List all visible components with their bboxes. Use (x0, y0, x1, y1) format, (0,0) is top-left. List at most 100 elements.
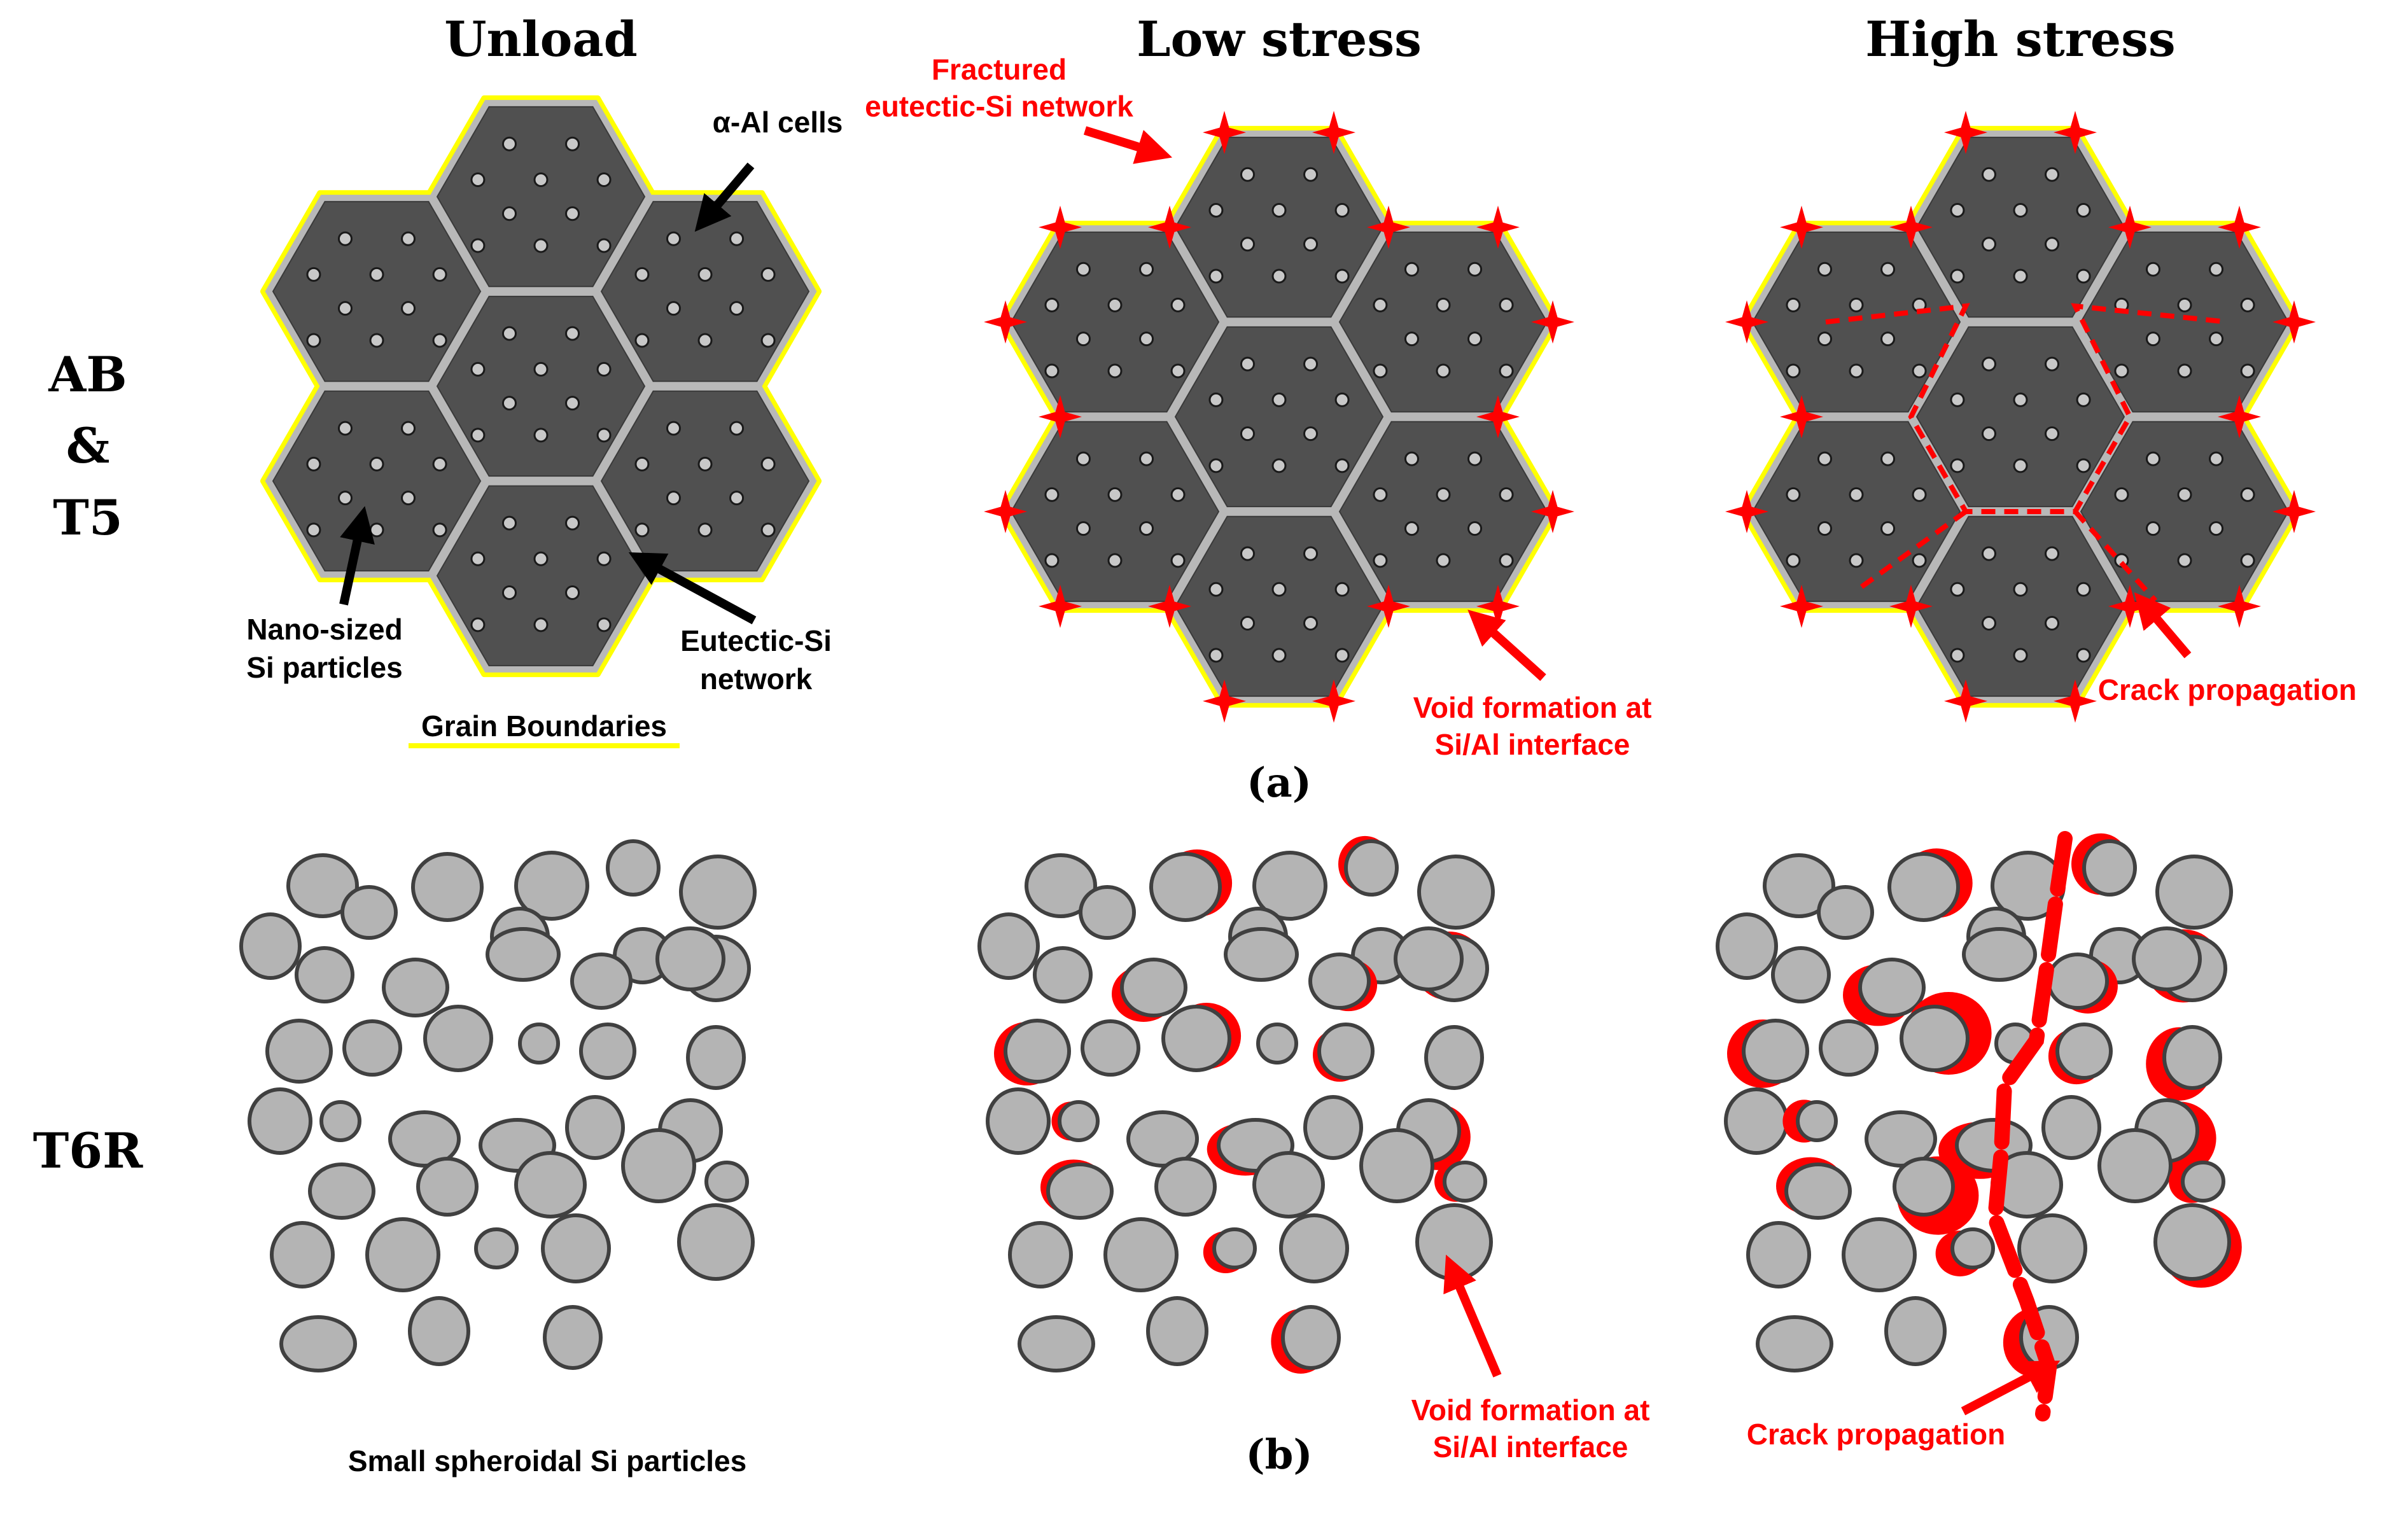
nano-si-particle (596, 551, 612, 566)
nano-si-particle (401, 301, 416, 316)
nano-si-particle (1240, 426, 1255, 442)
nano-si-particle (1208, 458, 1224, 473)
nano-si-particle (1981, 546, 1996, 561)
nano-si-particle (401, 491, 416, 506)
nano-si-particle (1334, 392, 1350, 407)
label-fractured-line1: Fractured (932, 53, 1067, 86)
row-label-t5: T5 (53, 489, 122, 546)
nano-si-particle (2076, 582, 2091, 597)
si-particle (286, 853, 359, 918)
nano-si-particle (666, 491, 681, 506)
fracture-star (1039, 584, 1082, 628)
nano-si-particle (596, 238, 612, 253)
nano-si-particle (1075, 332, 1091, 347)
row-label-t6r: T6R (33, 1122, 143, 1179)
nano-si-particle (565, 326, 580, 341)
fracture-star (984, 489, 1027, 533)
label-crack-propagation: Crack propagation (2098, 673, 2356, 706)
column-title-high-stress: High stress (1865, 11, 2175, 67)
si-particle (1081, 1019, 1140, 1077)
nano-si-particle (596, 172, 612, 187)
nano-si-particle (1467, 451, 1483, 466)
nano-si-particle (1912, 487, 1927, 502)
si-particle (1033, 946, 1093, 1003)
si-particle (474, 1227, 519, 1269)
nano-si-particle (337, 231, 353, 246)
si-particle (579, 1023, 636, 1080)
si-particle (1058, 1100, 1100, 1142)
label-fractured-line2: eutectic-Si network (865, 90, 1133, 123)
fracture-star (1476, 206, 1520, 249)
arrow-fractured (1083, 126, 1173, 164)
nano-si-particle (533, 238, 549, 253)
column-title-low-stress: Low stress (1137, 11, 1422, 67)
si-particle (1756, 1315, 1833, 1372)
si-particle (543, 1305, 603, 1370)
si-particle (677, 1203, 755, 1281)
si-particle (1281, 1305, 1341, 1370)
si-particle (986, 1087, 1051, 1155)
crack-path-hex (1825, 303, 2229, 603)
si-particle (1303, 1095, 1363, 1160)
si-particle (1443, 1161, 1487, 1203)
particle-panel-unload (239, 839, 757, 1372)
hex-panel-unload (260, 95, 822, 678)
fracture-star (2272, 300, 2316, 344)
si-particle (486, 927, 561, 982)
si-particle (2047, 953, 2109, 1010)
fracture-star (1312, 111, 1355, 155)
nano-si-particle (634, 267, 650, 282)
nano-si-particle (634, 333, 650, 348)
si-particle (1962, 927, 2037, 982)
si-particle (382, 958, 449, 1017)
nano-si-particle (1436, 297, 1451, 312)
si-particle (2162, 1025, 2222, 1090)
si-particle (2017, 1213, 2087, 1283)
fracture-star (1312, 679, 1355, 723)
nano-si-particle (2045, 426, 2060, 442)
si-particle (342, 1019, 402, 1077)
nano-si-particle (337, 421, 353, 436)
si-particle (408, 1296, 470, 1366)
alpha-al-cell (1915, 326, 2125, 508)
crack-dashed-branch (2073, 510, 2157, 603)
nano-si-particle (1208, 202, 1224, 218)
fracture-star (2218, 206, 2261, 249)
nano-si-particle (1786, 553, 1801, 568)
nano-si-particle (1044, 363, 1060, 379)
nano-si-particle (596, 361, 612, 377)
si-particle (2055, 1023, 2113, 1080)
nano-si-particle (1981, 237, 1996, 252)
fracture-star (984, 300, 1027, 344)
nano-si-particle (1107, 487, 1123, 502)
nano-si-particle (369, 267, 384, 282)
nano-si-particle (306, 267, 321, 282)
si-particle (1424, 1025, 1484, 1090)
nano-si-particle (1373, 487, 1388, 502)
nano-si-particle (2145, 521, 2160, 536)
si-particle (1771, 946, 1831, 1003)
nano-si-particle (1849, 363, 1864, 379)
label-nano-si-line2: Si particles (246, 651, 402, 684)
si-particle (1212, 1227, 1257, 1269)
nano-si-particle (2209, 332, 2224, 347)
nano-si-particle (1880, 262, 1896, 277)
nano-si-particle (1271, 202, 1287, 218)
si-particle (1716, 912, 1778, 980)
si-particle (621, 1128, 696, 1203)
si-particle (1742, 1019, 1809, 1084)
si-particle (1252, 851, 1327, 921)
nano-si-particle (2076, 202, 2091, 218)
nano-si-particle (666, 421, 681, 436)
label-alpha-al-cells: α-Al cells (713, 106, 843, 139)
nano-si-particle (2045, 167, 2060, 182)
nano-si-particle (1303, 616, 1319, 631)
nano-si-particle (401, 421, 416, 436)
nano-si-particle (1373, 363, 1388, 379)
nano-si-particle (1373, 297, 1388, 312)
nano-si-particle (1849, 297, 1864, 312)
si-particle (1817, 885, 1874, 940)
nano-si-particle (1208, 648, 1224, 663)
nano-si-particle (1170, 363, 1186, 379)
nano-si-particle (760, 522, 776, 538)
